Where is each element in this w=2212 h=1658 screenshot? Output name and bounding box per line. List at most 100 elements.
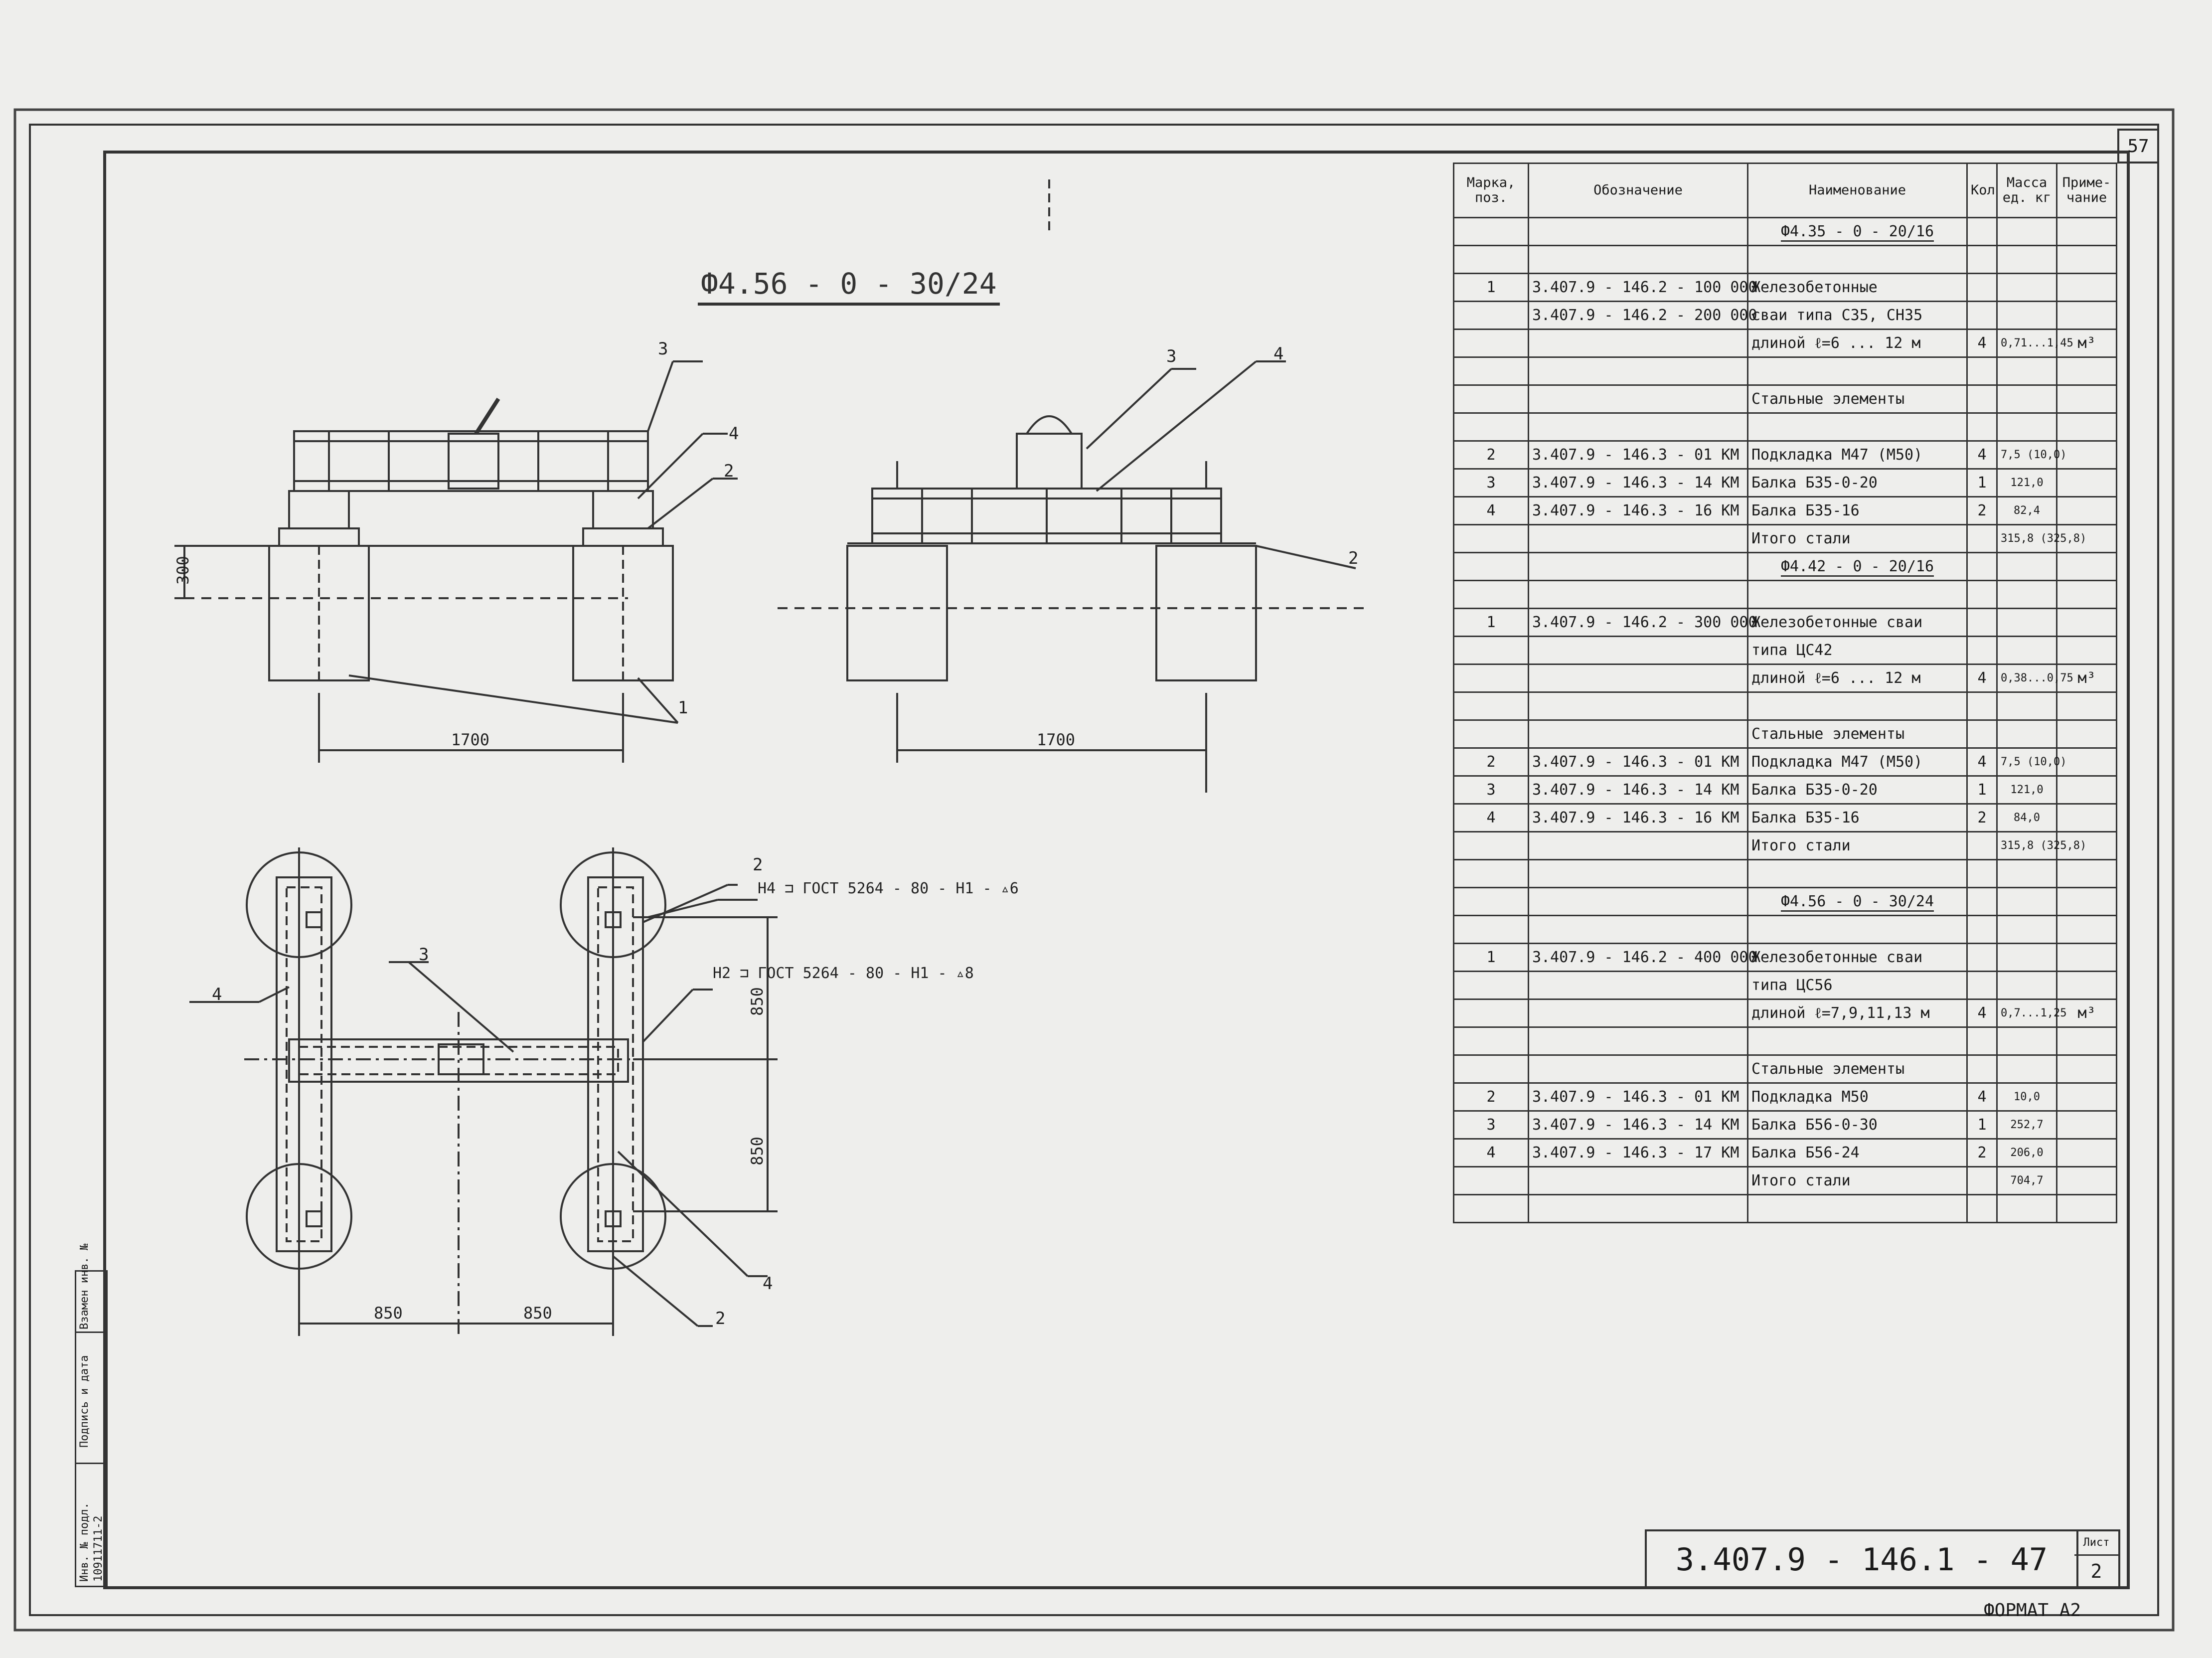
sheet-box: Лист 2: [2074, 1529, 2120, 1589]
cell-name: длиной ℓ=6 ... 12 м: [1747, 663, 1968, 693]
cell-name: Ф4.56 - 0 - 30/24: [1747, 887, 1968, 916]
leader-3-right: 3: [1166, 346, 1177, 366]
cell-qty: [1966, 273, 1998, 302]
cell-mass: [1996, 245, 2057, 274]
cell-mass: [1996, 887, 2057, 916]
cell-mark: 2: [1453, 747, 1529, 777]
cell-qty: [1966, 1026, 1998, 1056]
leader-4-plan-bottom: 4: [763, 1274, 773, 1294]
cell-mass: [1996, 943, 2057, 972]
leader-4-plan-left: 4: [212, 985, 222, 1004]
cell-name: Балка Б35-0-20: [1747, 468, 1968, 497]
stamp-replace-inv: Взамен инв. №: [78, 1243, 91, 1329]
cell-note: [2056, 245, 2117, 274]
cell-note: [2056, 496, 2117, 525]
cell-mark: [1453, 1194, 1529, 1223]
dim-300: 300: [173, 556, 192, 585]
cell-name: [1747, 356, 1968, 386]
cell-note: [2056, 1082, 2117, 1112]
table-row: [1453, 915, 2117, 944]
table-row: Ф4.42 - 0 - 20/16: [1453, 552, 2117, 581]
table-row: Стальные элементы: [1453, 1054, 2117, 1084]
cell-name: Подкладка М50: [1747, 1082, 1968, 1112]
cell-mass: 315,8 (325,8): [1996, 831, 2086, 860]
table-row: [1453, 859, 2117, 888]
cell-mark: 1: [1453, 608, 1529, 637]
elevation-left: [174, 360, 738, 763]
cell-designation: [1528, 663, 1748, 693]
cell-mark: [1453, 580, 1529, 609]
cell-note: [2056, 719, 2117, 749]
cell-mark: [1453, 1054, 1529, 1084]
cell-designation: 3.407.9 - 146.3 - 01 КМ: [1528, 747, 1748, 777]
header-note: Приме- чание: [2056, 163, 2117, 218]
inner-frame: [29, 124, 2159, 1616]
cell-mark: [1453, 552, 1529, 581]
cell-qty: [1966, 831, 1998, 860]
table-row: [1453, 356, 2117, 386]
cell-designation: [1528, 691, 1748, 721]
cell-note: [2056, 971, 2117, 1000]
cell-mark: 4: [1453, 496, 1529, 525]
cell-mass: [1996, 217, 2057, 246]
cell-note: [2056, 440, 2117, 470]
cell-designation: [1528, 1166, 1748, 1195]
cell-mark: [1453, 1026, 1529, 1056]
cell-designation: [1528, 859, 1748, 888]
table-row: Стальные элементы: [1453, 719, 2117, 749]
group-title: Ф4.42 - 0 - 20/16: [1780, 558, 1934, 577]
cell-qty: 1: [1966, 468, 1998, 497]
cell-name: [1747, 691, 1968, 721]
cell-mark: [1453, 245, 1529, 274]
table-row: Ф4.35 - 0 - 20/16: [1453, 217, 2117, 246]
cell-designation: [1528, 524, 1748, 553]
outer-frame: [13, 108, 2175, 1632]
cell-name: Подкладка М47 (М50): [1747, 747, 1968, 777]
side-stamp: Взамен инв. № Подпись и дата Инв. № подл…: [75, 1244, 108, 1587]
cell-note: [2056, 775, 2117, 805]
cell-mark: 3: [1453, 468, 1529, 497]
cell-qty: [1966, 887, 1998, 916]
cell-name: типа ЦС56: [1747, 971, 1968, 1000]
cell-mass: [1996, 384, 2057, 414]
cell-name: Железобетонные: [1747, 273, 1968, 302]
cell-mark: [1453, 719, 1529, 749]
cell-mark: [1453, 998, 1529, 1028]
dim-850-vertical-2: 850: [747, 1137, 767, 1165]
cell-designation: [1528, 552, 1748, 581]
cell-name: Итого стали: [1747, 1166, 1968, 1195]
cell-mass: 82,4: [1996, 496, 2057, 525]
cell-designation: 3.407.9 - 146.2 - 300 000: [1528, 608, 1757, 637]
dim-1700-right: 1700: [1037, 730, 1076, 749]
cell-mark: [1453, 663, 1529, 693]
stamp-inv-cell: Инв. № подл. 10911711-2: [76, 1464, 106, 1584]
cell-qty: [1966, 1054, 1998, 1084]
cell-designation: [1528, 580, 1748, 609]
cell-mass: [1996, 356, 2057, 386]
dim-850-horizontal-1: 850: [374, 1304, 403, 1323]
cell-name: [1747, 915, 1968, 944]
cell-designation: [1528, 356, 1748, 386]
cell-qty: 4: [1966, 329, 1998, 358]
cell-note: [2056, 859, 2117, 888]
cell-designation: [1528, 384, 1748, 414]
cell-note: [2056, 217, 2117, 246]
cell-mass: [1996, 691, 2057, 721]
stamp-sign-cell: Подпись и дата: [76, 1333, 106, 1464]
cell-mass: [1996, 1026, 2057, 1056]
cell-qty: [1966, 524, 1998, 553]
cell-name: Балка Б35-16: [1747, 496, 1968, 525]
cell-name: [1747, 245, 1968, 274]
table-row: [1453, 580, 2117, 609]
specification-table: Марка, поз. Обозначение Наименование Кол…: [1453, 163, 2117, 1223]
cell-note: [2056, 747, 2117, 777]
cell-mark: 3: [1453, 1110, 1529, 1140]
cell-name: Стальные элементы: [1747, 384, 1968, 414]
cell-qty: 4: [1966, 998, 1998, 1028]
header-designation: Обозначение: [1528, 163, 1748, 218]
